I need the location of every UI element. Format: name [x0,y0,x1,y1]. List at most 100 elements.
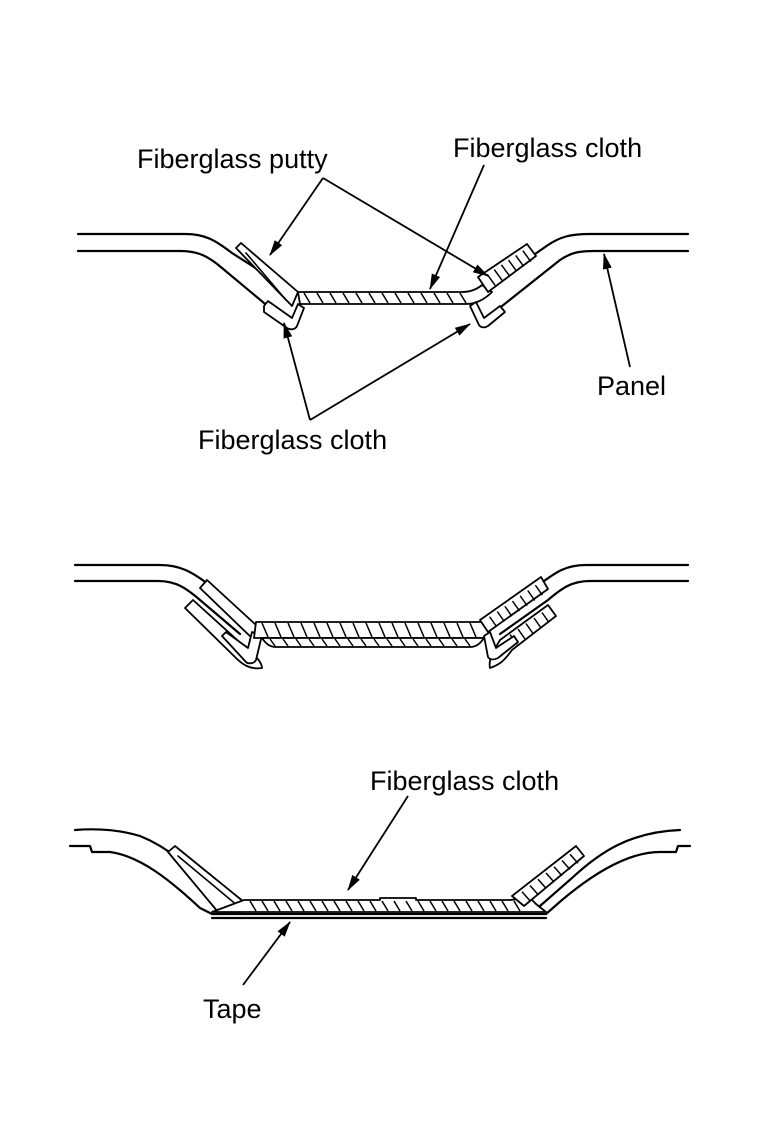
hatch-line [360,638,367,647]
hatch-line [420,292,428,304]
hatch-line [417,622,425,638]
hatch-line [430,622,438,638]
hatch-line [261,900,269,912]
hatch-line [446,292,454,304]
hatch-line [373,638,380,647]
hatch-line [321,900,329,912]
hatch-line [477,900,485,912]
hatch-line [537,878,547,889]
hatch-line [297,900,305,912]
fiberglass-cloth-left-inner [221,631,263,665]
hatch-line [261,622,269,638]
hatch-line [285,900,293,912]
hatch-line [329,292,337,304]
hatch-line [334,638,341,647]
hatch-line [295,638,302,647]
hatch-line [303,292,311,304]
leader-putty-right [322,177,489,277]
hatch-line [352,622,360,638]
hatch-line [308,638,315,647]
label-fiberglass-putty: Fiberglass putty [137,144,328,174]
panel-sheet-bottom-edge [76,249,690,320]
leader-cloth-3 [347,795,409,891]
hatch-line [368,292,376,304]
hatch-line [561,860,571,870]
hatch-line [399,638,406,647]
label-panel: Panel [597,371,666,401]
hatch-line [443,622,451,638]
hatch-line [496,611,505,622]
panel-sheet-top-edge [76,232,690,296]
hatch-line [394,292,402,304]
leader-cloth-bottom-right [309,323,471,421]
hatch-line [333,900,341,912]
hatch-line [438,638,445,647]
label-fiberglass-cloth-top: Fiberglass cloth [453,133,642,163]
hatch-line [378,622,386,638]
hatch-line [553,866,563,877]
panel-step-2 [73,563,690,670]
hatch-line [404,622,412,638]
panel-sheet-top-edge-2 [73,563,690,624]
fiberglass-cloth-right-upper [479,576,549,633]
hatch-line [321,638,328,647]
hatch-line [459,292,467,304]
hatch-line [545,872,555,883]
hatch-line [513,900,521,912]
hatch-line [425,638,432,647]
hatch-line [309,900,317,912]
hatch-line [417,900,425,912]
hatch-line [316,292,324,304]
hatch-line [249,900,257,912]
hatch-right-2-upper [489,584,543,628]
fiberglass-cloth-center-3 [211,893,547,913]
fiberglass-cloth-center [297,284,493,305]
hatch-line [381,900,389,912]
fiberglass-cloth-right-patch [469,301,506,329]
hatch-line [493,269,503,282]
hatch-line [287,622,295,638]
label-fiberglass-cloth-3: Fiberglass cloth [370,766,559,796]
hatch-line [489,900,497,912]
hatch-line [339,622,347,638]
fiberglass-putty-right [477,243,537,293]
hatch-line [527,590,536,601]
hatch-line [500,264,511,277]
hatch-line [273,900,281,912]
hatch-line [511,600,521,612]
panel-sheet-bottom-edge-2 [73,579,690,636]
panel-step-1: Fiberglass putty Fiberglass cloth Panel … [76,133,690,455]
hatch-line [489,616,498,628]
hatch-line [386,638,393,647]
leader-cloth-bottom-left [283,322,311,421]
hatch-line [507,259,518,272]
hatch-center-1 [303,292,467,304]
hatch-line [274,622,282,638]
hatch-line [412,638,419,647]
panel-step-3: Fiberglass cloth Tape [68,766,692,1024]
leader-cloth-top [429,164,485,290]
leader-panel [602,253,631,368]
hatch-line [517,628,526,640]
hatch-line [433,292,441,304]
hatch-line [407,292,415,304]
hatch-line [533,617,542,629]
hatch-line [300,622,308,638]
fiberglass-cloth-right-inner [483,631,519,661]
putty-left-inner-line-3 [177,855,239,907]
hatch-line [313,622,321,638]
hatch-line [441,900,449,912]
hatch-line [519,595,528,607]
hatch-line [501,900,509,912]
hatch-line [391,622,399,638]
hatch-line [381,292,389,304]
hatch-line [464,638,471,647]
hatch-line [269,638,276,647]
hatch-line [345,900,353,912]
hatch-line [429,900,437,912]
hatch-line [365,622,373,638]
hatch-line [504,605,513,617]
hatch-line [342,292,350,304]
hatch-line [347,638,354,647]
